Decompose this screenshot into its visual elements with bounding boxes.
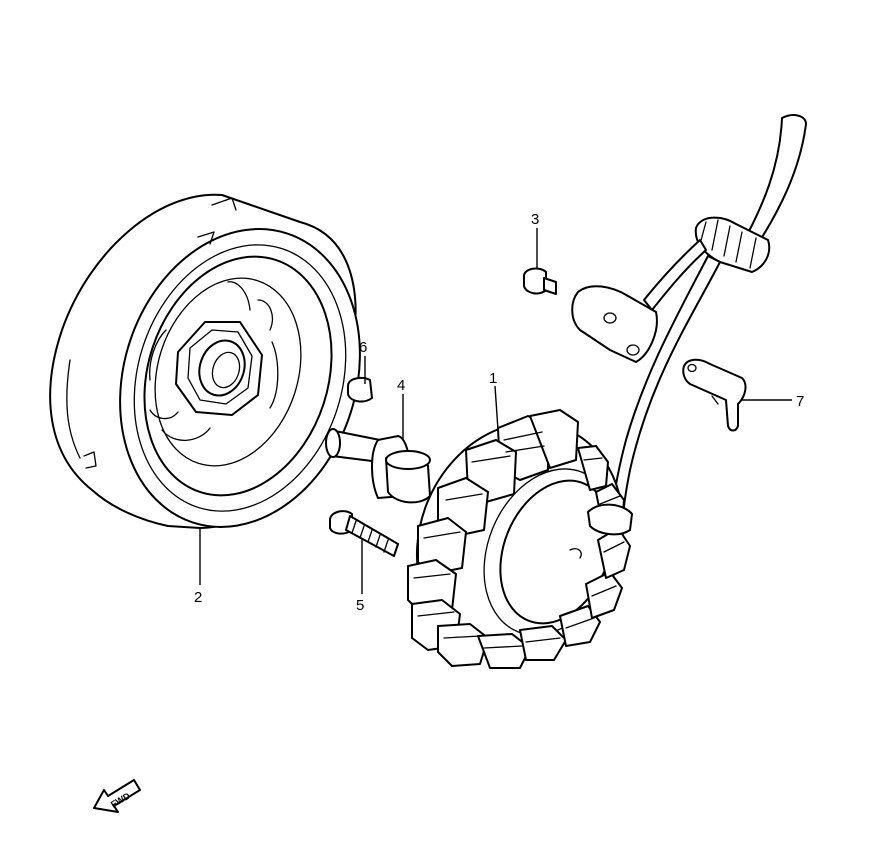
callout-1: 1 <box>489 370 497 387</box>
callout-3: 3 <box>531 211 539 228</box>
callouts: 1 2 3 4 5 6 7 <box>194 211 804 614</box>
stator-screw <box>329 510 399 557</box>
callout-7: 7 <box>796 393 804 410</box>
callout-5: 5 <box>356 597 364 614</box>
stator-coils <box>407 409 631 669</box>
woodruff-key <box>347 377 373 403</box>
rotor-bolt <box>325 428 431 504</box>
callout-6: 6 <box>359 339 367 356</box>
stator-assembly <box>407 114 807 669</box>
callout-4: 4 <box>397 377 405 394</box>
callout-2: 2 <box>194 589 202 606</box>
wire-clamp <box>682 358 747 432</box>
forward-arrow-icon: FWD <box>93 779 141 813</box>
leader-lines <box>199 228 792 594</box>
rotor-flywheel <box>49 193 361 529</box>
pickup-screw <box>523 267 557 295</box>
leader-1 <box>494 385 499 431</box>
